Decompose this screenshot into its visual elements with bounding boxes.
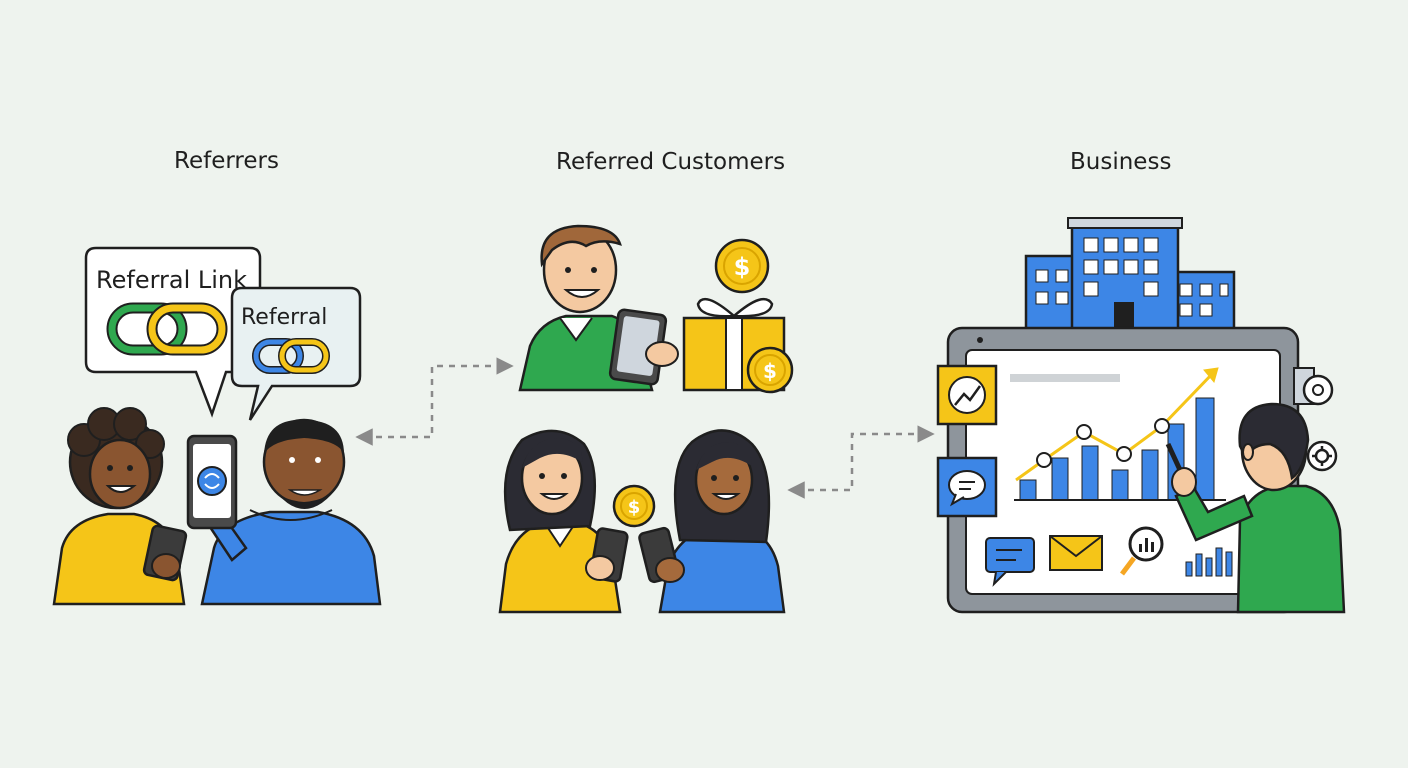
building-icon: [1024, 217, 1236, 332]
chat-icon: [985, 537, 1035, 587]
connector-arrow: [787, 425, 935, 499]
business-title: Business: [1070, 149, 1172, 175]
customer-woman-yellow: [498, 429, 629, 614]
trend-icon: [936, 364, 998, 426]
referred-customers-title: Referred Customers: [556, 149, 786, 175]
referrers-group: Referral Link Referral: [52, 246, 382, 606]
link-icon: [106, 302, 228, 356]
bar-chart-icon: [1185, 547, 1233, 577]
magnifier-icon: [1120, 526, 1164, 576]
customers-group: $ $ $: [498, 224, 794, 614]
customer-man: [518, 224, 679, 392]
gear-icon: [1293, 367, 1334, 406]
business-group: [936, 217, 1346, 614]
referrer-woman: [52, 407, 188, 606]
coin-icon: $: [746, 346, 794, 394]
referrer-man: [186, 418, 382, 606]
connector-arrow: [355, 357, 514, 446]
svg-text:$: $: [628, 497, 641, 518]
referral-link-bubble: Referral Link: [84, 246, 262, 418]
referral-link-label: Referral Link: [96, 266, 247, 294]
svg-text:$: $: [734, 253, 751, 281]
referrers-title: Referrers: [174, 148, 279, 174]
phone-icon: [186, 434, 238, 530]
link-icon: [252, 338, 330, 374]
dashboard-screen: [946, 326, 1300, 614]
business-man: [1165, 402, 1346, 614]
gear-icon: [1306, 440, 1338, 472]
chat-icon: [936, 456, 998, 518]
customer-woman-blue: [638, 429, 786, 614]
coin-icon: $: [612, 484, 656, 528]
svg-text:$: $: [763, 359, 777, 383]
mail-icon: [1049, 535, 1103, 571]
referral-bubble: Referral: [230, 286, 362, 421]
coin-icon: $: [714, 238, 770, 294]
referral-label: Referral: [241, 305, 327, 330]
